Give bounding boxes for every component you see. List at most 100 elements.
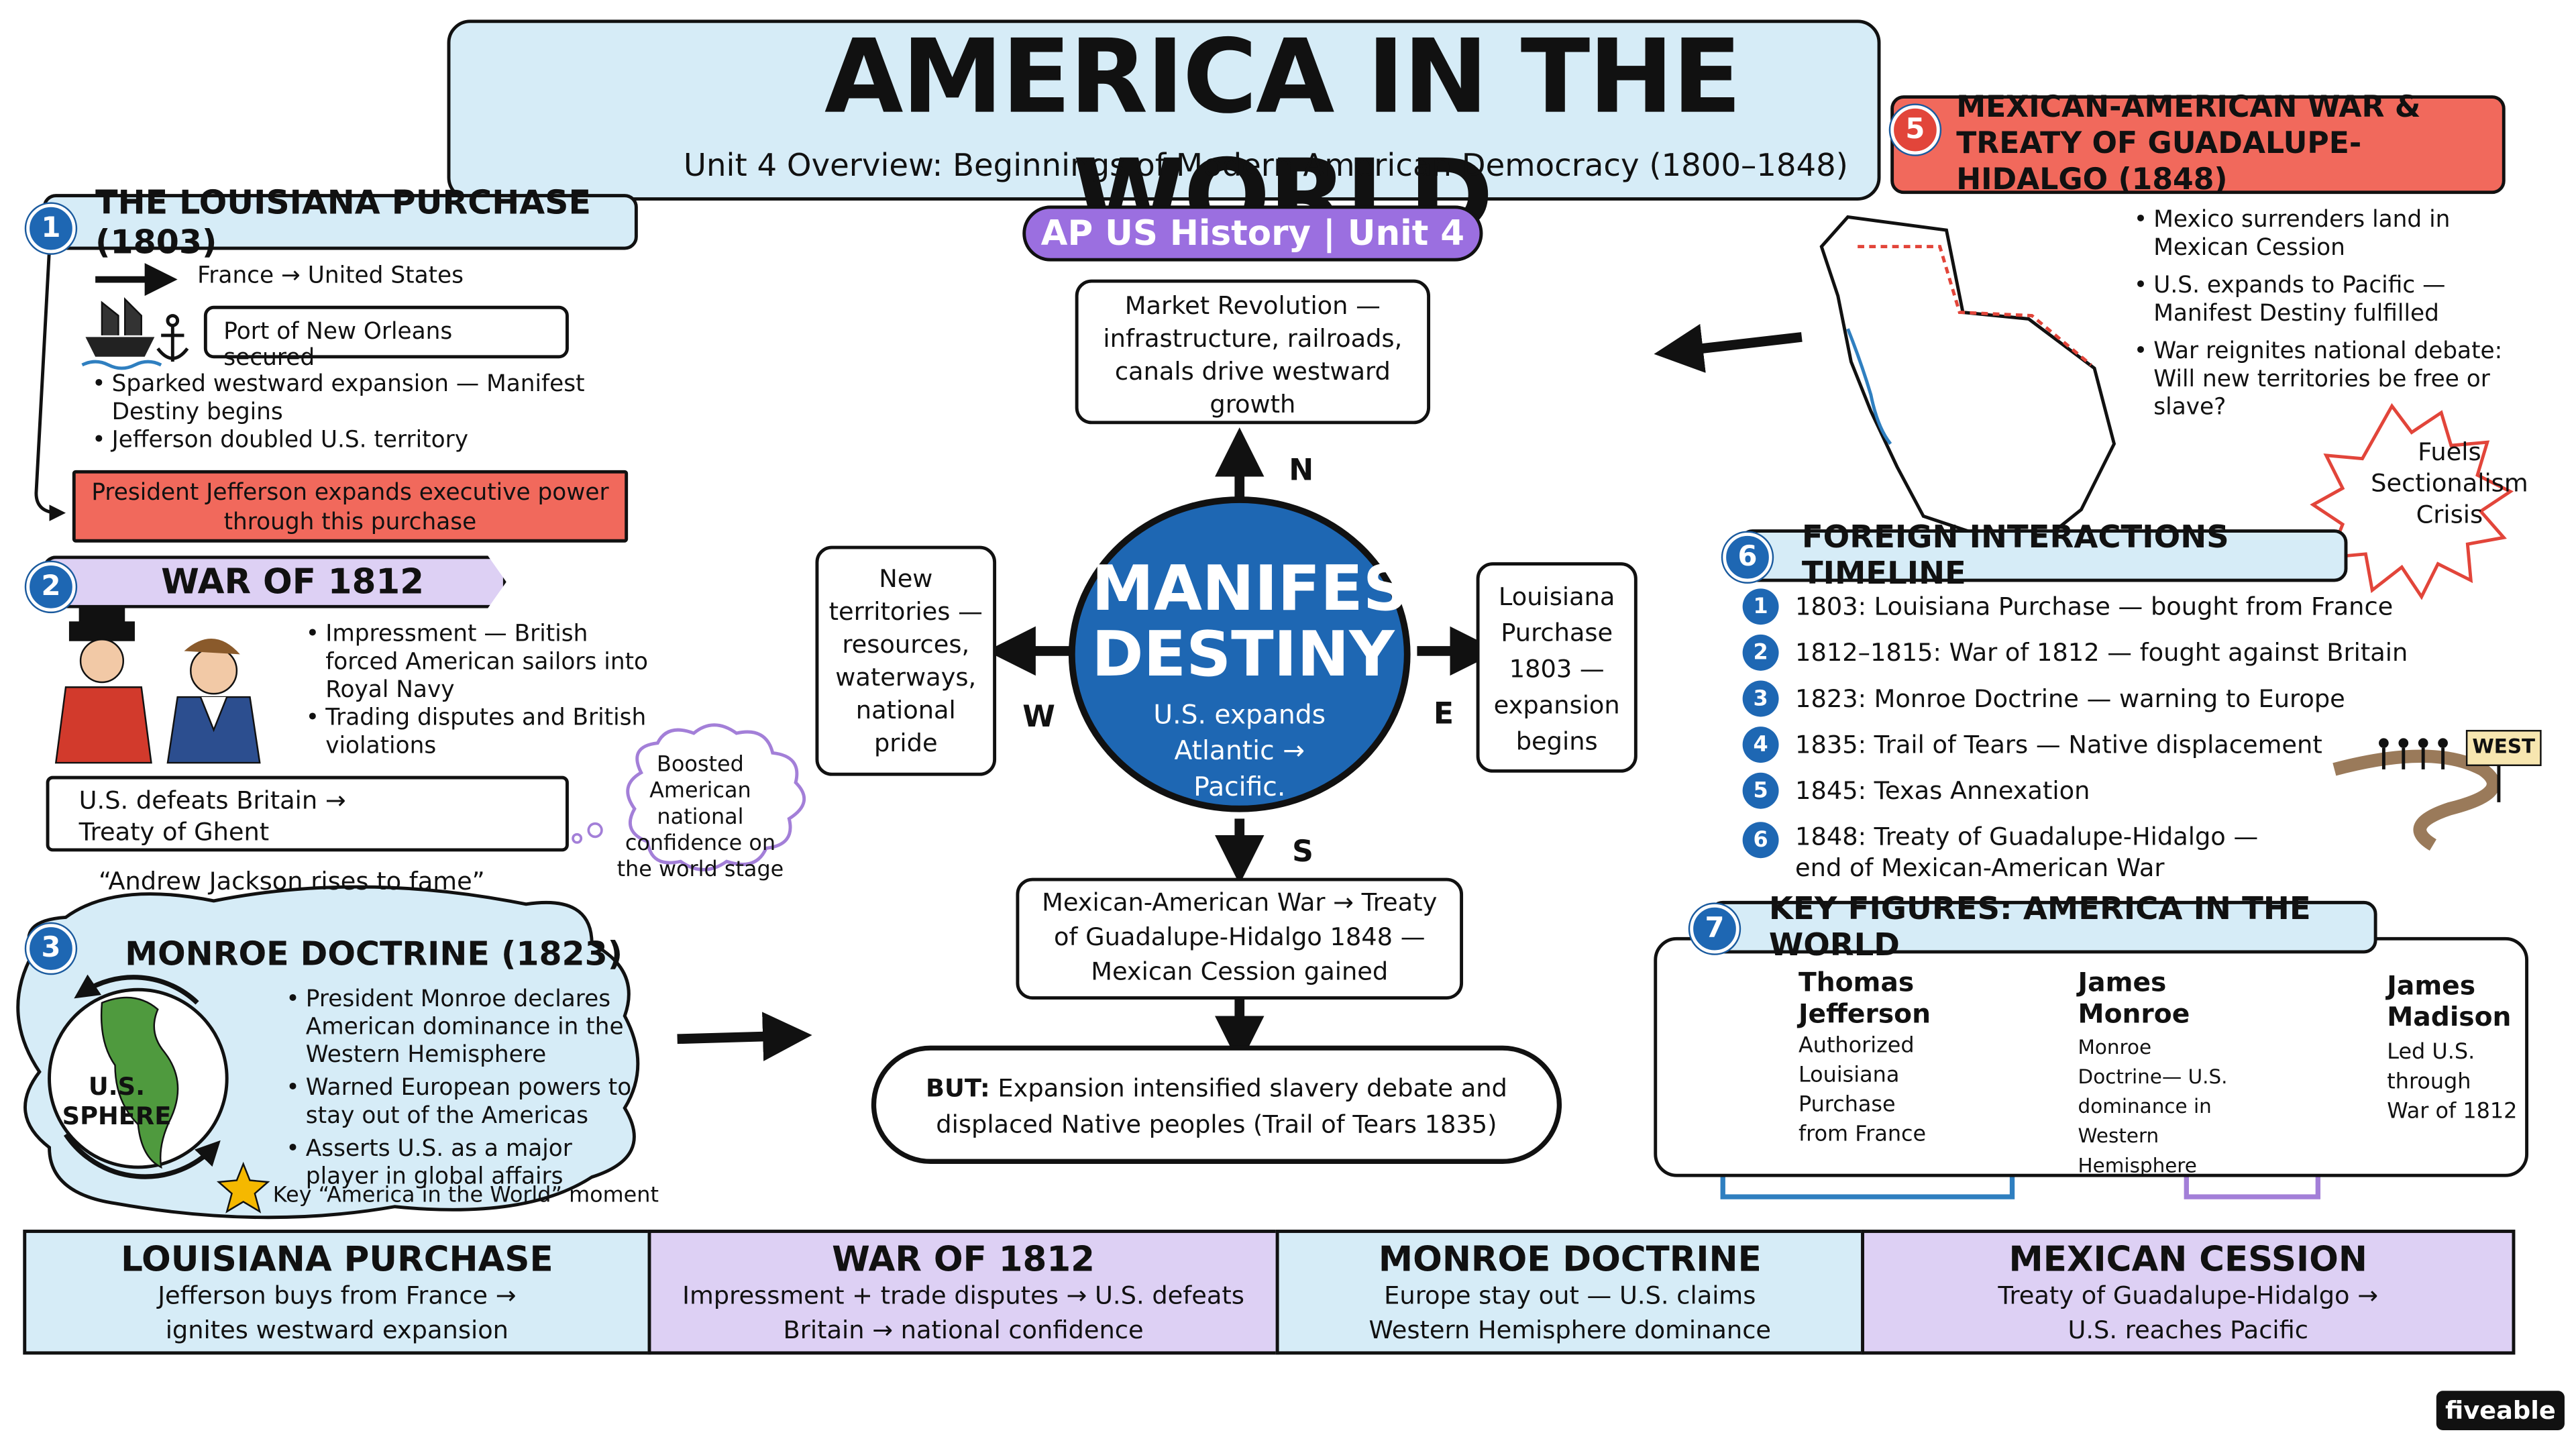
manifest-destiny-circle: MANIFEST DESTINY U.S. expands Atlantic →… <box>1068 496 1451 812</box>
burst-shape <box>2310 402 2514 600</box>
section-7-header: KEY FIGURES: AMERICA IN THE WORLD <box>1709 891 2377 963</box>
east-box: Louisiana Purchase 1803 — expansion begi… <box>1476 562 1638 773</box>
western-hemisphere-globe-icon <box>48 974 229 1179</box>
dir-n: N <box>1289 453 1314 488</box>
south-box: Mexican-American War → Treaty of Guadalu… <box>1016 877 1464 1000</box>
list-item: President Monroe declares American domin… <box>286 986 651 1070</box>
timeline-text: 1803: Louisiana Purchase — bought from F… <box>1795 592 2394 622</box>
arrow <box>2184 1152 2328 1199</box>
s1-port-box: Port of New Orleans secured <box>203 305 569 372</box>
summary-title: WAR OF 1812 <box>832 1239 1095 1279</box>
figure-desc: Led U.S. through War of 1812 <box>2387 1040 2518 1125</box>
mexican-cession-map-icon <box>1819 215 2116 568</box>
timeline-number: 5 <box>1742 772 1779 809</box>
course-tag: AP US History | Unit 4 <box>1022 205 1483 262</box>
dir-e: E <box>1433 697 1454 732</box>
s2-cloud-text: Boosted American national confidence on … <box>616 753 784 883</box>
but-label: BUT: <box>926 1073 990 1104</box>
list-item: Mexico surrenders land in Mexican Cessio… <box>2134 207 2548 263</box>
s3-globe-label: U.S. SPHERE <box>62 1071 172 1132</box>
list-item: Sparked westward expansion — Manifest De… <box>92 372 605 427</box>
list-item: U.S. expands to Pacific — Manifest Desti… <box>2134 273 2548 329</box>
timeline-item: 2 1812–1815: War of 1812 — fought against… <box>1742 634 2408 671</box>
timeline-text: 1848: Treaty of Guadalupe-Hidalgo — end … <box>1795 822 2259 883</box>
center-sub: U.S. expands Atlantic → Pacific. <box>1153 698 1326 802</box>
trail-of-tears-icon <box>2332 738 2501 851</box>
list-item: Warned European powers to stay out of th… <box>286 1075 651 1131</box>
figure-card: James Monroe Monroe Doctrine— U.S. domin… <box>2078 967 2236 1181</box>
summary-text: Jefferson buys from France → ignites wes… <box>158 1281 517 1345</box>
dir-w: W <box>1022 700 1055 735</box>
s3-bullets: President Monroe declares American domin… <box>283 986 651 1191</box>
west-box: New territories — resources, waterways, … <box>815 545 997 776</box>
list-item: Asserts U.S. as a major player in global… <box>286 1136 651 1191</box>
brand-logo[interactable]: fiveable <box>2436 1391 2565 1431</box>
dir-s: S <box>1292 835 1313 870</box>
section-6-number: 6 <box>1723 532 1772 582</box>
timeline-text: 1823: Monroe Doctrine — warning to Europ… <box>1795 684 2345 714</box>
section-2-header: WAR OF 1812 <box>42 555 506 608</box>
section-5-number: 5 <box>1890 105 1940 155</box>
but-box: BUT: Expansion intensified slavery debat… <box>871 1045 1562 1165</box>
s1-callout: President Jefferson expands executive po… <box>72 470 629 543</box>
west-sign: WEST <box>2465 730 2542 766</box>
summary-title: LOUISIANA PURCHASE <box>121 1239 553 1279</box>
summary-title: MONROE DOCTRINE <box>1378 1239 1762 1279</box>
figure-name: James Monroe <box>2078 966 2190 1030</box>
list-item: Jefferson doubled U.S. territory <box>92 427 605 455</box>
summary-text: Treaty of Guadalupe-Hidalgo → U.S. reach… <box>1998 1281 2379 1345</box>
north-box: Market Revolution — infrastructure, rail… <box>1075 279 1431 425</box>
s2-result: U.S. defeats Britain → Treaty of Ghent <box>78 786 346 847</box>
s1-france-us: France → United States <box>197 263 464 290</box>
list-item: War reignites national debate: Will new … <box>2134 339 2548 423</box>
ship-icon <box>81 297 162 370</box>
figure-name: Thomas Jefferson <box>1798 966 1931 1030</box>
s5-burst-text: Fuels Sectionalism Crisis <box>2371 437 2528 530</box>
anchor-icon <box>156 314 189 362</box>
section-1-number: 1 <box>26 203 76 254</box>
timeline-item: 6 1848: Treaty of Guadalupe-Hidalgo — end… <box>1742 822 2272 884</box>
star-icon <box>216 1161 270 1214</box>
arrow <box>1654 323 1803 373</box>
section-6-header: FOREIGN INTERACTIONS TIMELINE <box>1739 519 2348 592</box>
figure-desc: Authorized Louisiana Purchase from Franc… <box>1798 1034 1927 1148</box>
timeline-text: 1845: Texas Annexation <box>1795 775 2090 806</box>
page-subtitle: Unit 4 Overview: Beginnings of Modern Am… <box>683 148 1848 184</box>
timeline-number: 3 <box>1742 680 1779 717</box>
list-item: Impressment — British forced American sa… <box>306 621 654 705</box>
center-title: MANIFEST DESTINY <box>1091 552 1451 691</box>
summary-text: Europe stay out — U.S. claims Western He… <box>1368 1281 1772 1345</box>
section-3-header: MONROE DOCTRINE (1823) <box>125 933 623 973</box>
figure-card: James Madison Led U.S. through War of 18… <box>2387 970 2518 1128</box>
title-banner <box>447 19 1881 201</box>
timeline-item: 4 1835: Trail of Tears — Native displacem… <box>1742 727 2322 763</box>
section-1-header: THE LOUISIANA PURCHASE (1803) <box>42 182 638 262</box>
list-item: Trading disputes and British violations <box>306 705 654 761</box>
section-5-header: MEXICAN-AMERICAN WAR & TREATY OF GUADALU… <box>1890 91 2506 197</box>
figure-desc: Monroe Doctrine— U.S. dominance in Weste… <box>2078 1035 2228 1177</box>
figure-card: Thomas Jefferson Authorized Louisiana Pu… <box>1799 967 1933 1150</box>
section-3-number: 3 <box>26 924 76 973</box>
timeline-number: 4 <box>1742 727 1779 763</box>
s3-star-note: Key “America in the World” moment <box>272 1183 659 1209</box>
section-2-number: 2 <box>26 562 76 612</box>
arrow <box>1720 1152 2023 1199</box>
s2-quote: “Andrew Jackson rises to fame” <box>99 866 485 896</box>
timeline-item: 5 1845: Texas Annexation <box>1742 772 2090 809</box>
timeline-item: 1 1803: Louisiana Purchase — bought from … <box>1742 588 2394 625</box>
timeline-text: 1835: Trail of Tears — Native displaceme… <box>1795 730 2322 760</box>
s1-bullets: Sparked westward expansion — Manifest De… <box>89 372 604 455</box>
summary-title: MEXICAN CESSION <box>2008 1239 2367 1279</box>
impressment-illustration-icon <box>54 566 261 764</box>
timeline-text: 1812–1815: War of 1812 — fought against … <box>1795 637 2408 667</box>
timeline-number: 2 <box>1742 634 1779 671</box>
thought-cloud <box>626 723 806 871</box>
but-text: Expansion intensified slavery debate and… <box>936 1073 1507 1140</box>
timeline-number: 6 <box>1742 822 1779 859</box>
section-7-number: 7 <box>1690 904 1739 954</box>
timeline-number: 1 <box>1742 588 1779 625</box>
s2-bullets: Impressment — British forced American sa… <box>303 621 654 761</box>
